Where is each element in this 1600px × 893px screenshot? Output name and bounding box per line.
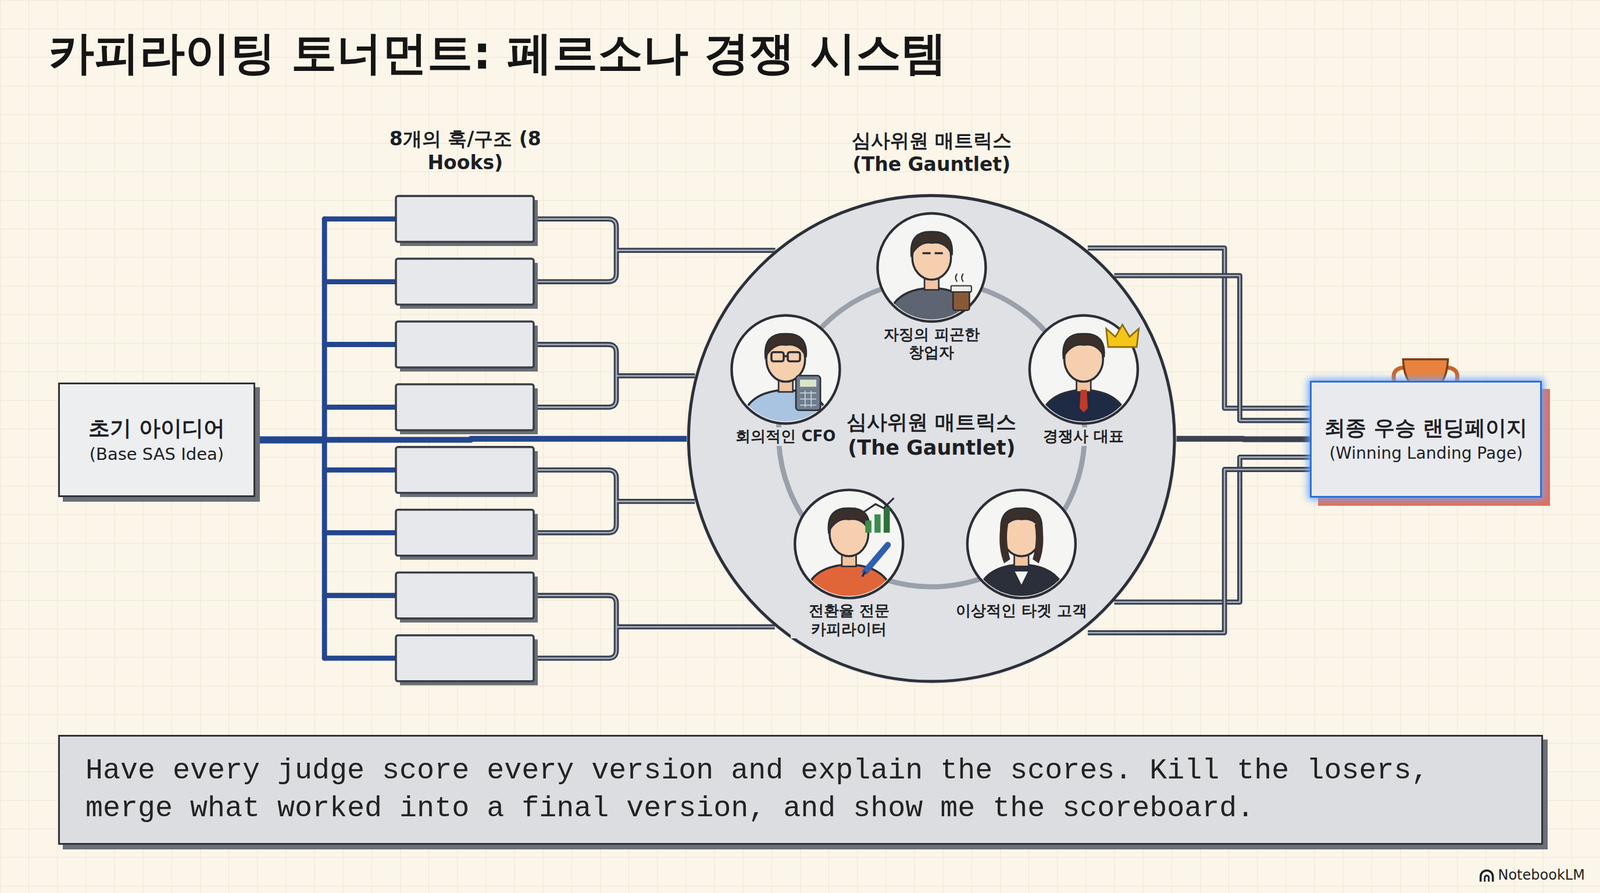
glasses bbox=[783, 355, 788, 358]
node-text: (Base SAS Idea) bbox=[89, 443, 224, 466]
node-text: 이상적인 타겟 고객 bbox=[953, 601, 1090, 620]
coffee-cup bbox=[951, 286, 972, 293]
glasses bbox=[771, 352, 800, 362]
wire bbox=[533, 344, 695, 407]
notebooklm-icon bbox=[1480, 870, 1494, 882]
judge-avatar bbox=[731, 213, 1138, 606]
node-text: 심사위원 매트릭스 (The Gauntlet) bbox=[832, 128, 1031, 177]
hook-box bbox=[395, 321, 534, 368]
coffee-cup bbox=[955, 273, 964, 282]
wire bbox=[533, 469, 695, 533]
wire bbox=[324, 655, 396, 662]
hook-box bbox=[395, 635, 534, 682]
chart-and-pen bbox=[883, 506, 891, 533]
gauntlet-circle: 심사위원 매트릭스 (The Gauntlet)심사위원 매트릭스 (The G… bbox=[686, 193, 1177, 684]
node-text: 최종 우승 랜딩페이지 bbox=[1324, 413, 1528, 443]
crown bbox=[1079, 390, 1088, 413]
wire bbox=[324, 216, 396, 222]
wire bbox=[1114, 275, 1312, 421]
chart-and-pen bbox=[862, 571, 866, 577]
wire bbox=[324, 279, 396, 285]
long-hair bbox=[1032, 522, 1044, 564]
node-text: (Winning Landing Page) bbox=[1329, 442, 1523, 465]
winner-box: 최종 우승 랜딩페이지(Winning Landing Page) bbox=[1309, 380, 1542, 499]
watermark: NotebookLM bbox=[1497, 866, 1585, 884]
long-hair bbox=[999, 522, 1010, 564]
hook-box bbox=[395, 384, 534, 431]
wire bbox=[533, 595, 775, 659]
wire bbox=[1114, 456, 1312, 602]
wire bbox=[1114, 456, 1312, 602]
wire bbox=[533, 219, 776, 282]
glasses bbox=[771, 352, 784, 362]
judge-avatar bbox=[794, 490, 903, 606]
judge-persona: 경쟁사 대표 bbox=[1022, 315, 1145, 446]
connector bbox=[255, 438, 687, 441]
judge-avatar bbox=[731, 315, 840, 431]
wire bbox=[533, 469, 695, 533]
gauntlet-fill bbox=[686, 194, 1177, 684]
calculator bbox=[800, 390, 817, 407]
node-text: 전환율 전문 카피라이터 bbox=[790, 601, 907, 638]
chart-and-pen bbox=[862, 498, 894, 577]
gauntlet-outline bbox=[688, 195, 1175, 682]
coffee-cup bbox=[922, 252, 944, 255]
wire bbox=[324, 404, 396, 410]
wire bbox=[324, 530, 396, 536]
crown bbox=[1079, 324, 1139, 413]
calculator bbox=[795, 375, 821, 411]
notebooklm-icon bbox=[1484, 875, 1489, 882]
node-text: 자징의 피곤한 창업자 bbox=[873, 325, 990, 362]
wire bbox=[324, 341, 396, 348]
judge-avatar bbox=[967, 490, 1076, 606]
wire bbox=[533, 219, 776, 282]
prompt-box: Have every judge score every version and… bbox=[58, 734, 1544, 846]
wire bbox=[324, 467, 396, 473]
wire bbox=[533, 595, 775, 659]
hook-box bbox=[395, 447, 534, 494]
node-text: 초기 아이디어 bbox=[88, 413, 225, 444]
chart-and-pen bbox=[865, 544, 888, 572]
connector bbox=[1176, 436, 1311, 443]
hook-box bbox=[395, 195, 534, 242]
chart-and-pen bbox=[865, 520, 872, 533]
crown bbox=[1106, 324, 1139, 348]
judge-persona: 전환율 전문 카피라이터 bbox=[790, 489, 907, 638]
wire bbox=[533, 344, 695, 407]
node-text: 회의적인 CFO bbox=[733, 427, 838, 446]
judge-avatar bbox=[877, 213, 986, 329]
node-text: Have every judge score every version and… bbox=[85, 751, 1481, 828]
wire bbox=[324, 593, 396, 599]
idea-box: 초기 아이디어(Base SAS Idea) bbox=[58, 382, 256, 498]
judge-persona: 자징의 피곤한 창업자 bbox=[873, 213, 990, 362]
hook-box bbox=[395, 572, 534, 619]
long-hair bbox=[999, 522, 1044, 587]
hook-box bbox=[395, 509, 534, 556]
calculator bbox=[795, 375, 821, 411]
hook-box bbox=[395, 258, 534, 305]
wire bbox=[1087, 469, 1312, 633]
long-hair bbox=[1014, 571, 1030, 587]
chart-and-pen bbox=[863, 498, 895, 513]
wire bbox=[255, 195, 1312, 686]
coffee-cup bbox=[952, 290, 970, 311]
glasses bbox=[787, 352, 800, 362]
notebooklm-icon bbox=[1480, 870, 1494, 882]
chart-and-pen bbox=[874, 514, 881, 534]
calculator bbox=[800, 379, 817, 387]
wire bbox=[1087, 469, 1312, 633]
node-text: 경쟁사 대표 bbox=[1040, 427, 1127, 446]
node-text: 심사위원 매트릭스 (The Gauntlet) bbox=[832, 409, 1031, 462]
wire bbox=[1114, 275, 1312, 421]
judge-persona: 이상적인 타겟 고객 bbox=[937, 489, 1106, 620]
column-heading: 8개의 훅/구조 (8 Hooks) bbox=[377, 126, 553, 175]
coffee-cup bbox=[922, 252, 972, 310]
diagram-title: 카피라이팅 토너먼트: 페르소나 경쟁 시스템 bbox=[48, 23, 947, 85]
